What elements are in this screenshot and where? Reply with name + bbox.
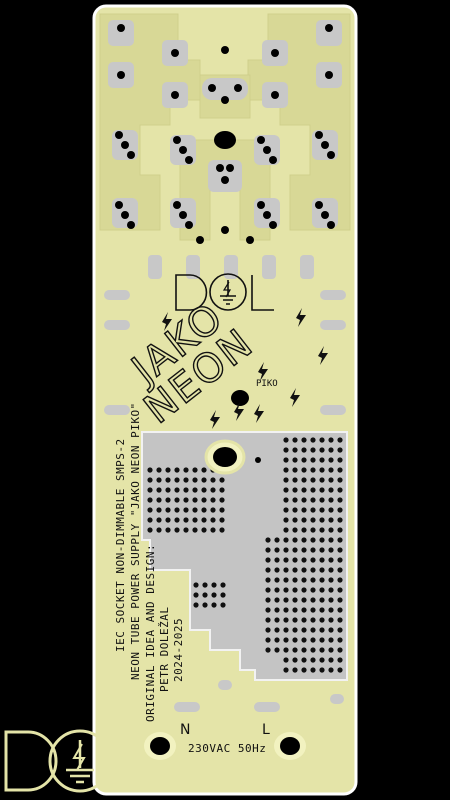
credits-line-1: ORIGINAL IDEA AND DESIGN: xyxy=(144,544,157,722)
lightning-bolt-icon xyxy=(234,402,244,421)
credits-line-3: 2024-2025 xyxy=(172,618,185,682)
lightning-bolts xyxy=(162,308,328,429)
plane-via-grid xyxy=(147,437,343,673)
lightning-bolt-icon xyxy=(162,312,172,331)
logo-dol-bottom xyxy=(4,729,150,793)
lightning-bolt-icon xyxy=(258,362,268,381)
logo-dol-top xyxy=(175,273,274,311)
mounting-holes xyxy=(214,131,249,406)
lightning-bolt-icon xyxy=(318,346,328,365)
lightning-bolt-icon xyxy=(254,404,264,423)
lightning-bolt-icon xyxy=(210,410,220,429)
product-line-1: IEC SOCKET NON-DIMMABLE SMPS-2 xyxy=(114,438,127,652)
terminal-n-label: N xyxy=(180,722,190,738)
brand-tag: PIKO xyxy=(256,379,278,389)
upper-pads xyxy=(104,20,346,415)
product-line-2: NEON TUBE POWER SUPPLY "JAKO NEON PIKO" xyxy=(129,402,142,680)
transformer-pad xyxy=(204,439,261,475)
lightning-bolt-icon xyxy=(296,308,306,327)
terminal-l-label: L xyxy=(262,722,270,738)
ground-symbol-icon xyxy=(220,280,236,305)
drill-holes xyxy=(115,24,335,244)
credits-line-2: PETR DOLEŽAL xyxy=(158,607,171,692)
lightning-bolt-icon xyxy=(290,388,300,407)
terminal-pads xyxy=(144,680,344,760)
power-rating: 230VAC 50Hz xyxy=(188,742,266,755)
